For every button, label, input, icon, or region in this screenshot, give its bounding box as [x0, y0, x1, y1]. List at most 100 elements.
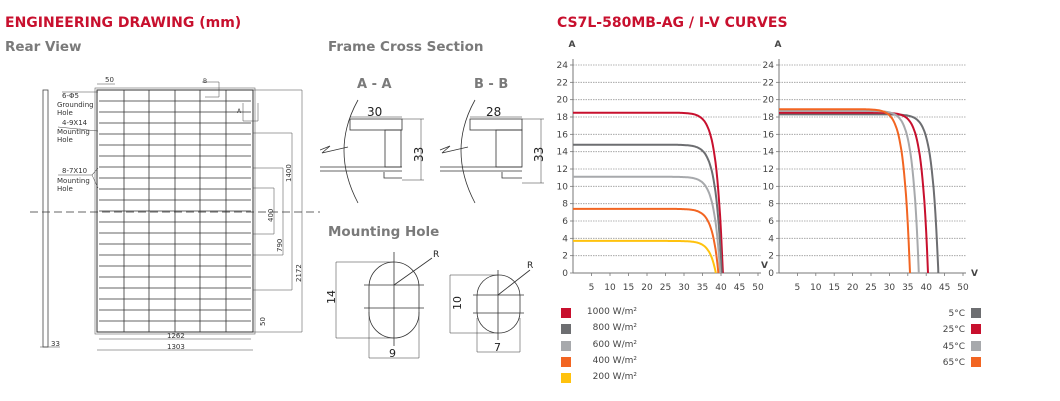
y-tick-label: 12 — [557, 165, 568, 175]
legend-swatch — [561, 308, 571, 318]
x-tick-label: 35 — [902, 283, 913, 293]
mounting-hole-7x10 — [449, 269, 531, 353]
mounting-hole-label: Mounting Hole — [328, 224, 440, 240]
y-tick-label: 20 — [557, 96, 569, 106]
y-tick-label: 4 — [562, 234, 568, 244]
section-b-mark: B — [203, 78, 207, 85]
x-tick-label: 30 — [884, 283, 896, 293]
section-aa-drawing — [320, 99, 424, 204]
mount1-hole-label: Hole — [57, 136, 73, 144]
aa-height-dim: 33 — [412, 147, 426, 162]
hole1-radius: R — [433, 250, 439, 260]
y-tick-label: 0 — [562, 269, 568, 279]
legend-label: 45°C — [942, 341, 965, 352]
hole2-height-dim: 10 — [451, 296, 464, 310]
mounting-hole-9x14 — [335, 252, 433, 359]
frame-cross-section-label: Frame Cross Section — [328, 39, 484, 55]
bottom-offset-dim: 50 — [259, 317, 267, 326]
legend-swatch — [971, 356, 981, 367]
bb-width-dim: 28 — [486, 105, 501, 119]
iv-curve-800-w-m- — [573, 143, 723, 274]
x-tick-label: 10 — [604, 283, 616, 293]
legend-swatch — [971, 340, 981, 351]
x-tick-label: 5 — [589, 283, 595, 293]
thickness-dim: 33 — [51, 340, 60, 348]
y-tick-label: 12 — [763, 165, 774, 175]
x-tick-label: 20 — [847, 283, 859, 293]
y-tick-label: 18 — [557, 113, 569, 123]
x-tick-label: 35 — [697, 283, 708, 293]
section-a-mark: A — [237, 108, 242, 115]
iv-curve-5-c — [779, 113, 940, 274]
width-dim: 1303 — [167, 343, 185, 351]
mount2-qty: 8-7X10 — [62, 167, 87, 175]
grounding-hole-label: Hole — [57, 109, 73, 117]
x-axis-label: V — [971, 269, 978, 279]
legend-swatch — [561, 340, 571, 351]
hole2-width-dim: 7 — [494, 341, 501, 354]
x-axis-label: V — [761, 261, 768, 271]
x-tick-label: 10 — [810, 283, 822, 293]
section-bb-label: B - B — [474, 77, 509, 92]
y-tick-label: 6 — [562, 217, 568, 227]
mount1-qty: 4-9X14 — [62, 119, 88, 127]
y-tick-label: 4 — [768, 234, 774, 244]
y-tick-label: 8 — [562, 200, 568, 210]
grounding-qty: 6-Φ5 — [62, 92, 79, 100]
y-tick-label: 6 — [768, 217, 774, 227]
y-tick-label: 2 — [768, 252, 774, 262]
y-tick-label: 8 — [768, 200, 774, 210]
section-bb-drawing — [439, 99, 544, 204]
iv-curve-1000-w-m- — [573, 111, 724, 274]
y-tick-label: 24 — [763, 61, 775, 71]
x-tick-label: 25 — [660, 283, 671, 293]
iv-curve-200-w-m- — [573, 239, 717, 274]
bb-height-dim: 33 — [532, 147, 546, 162]
engineering-drawing-title: ENGINEERING DRAWING (mm) — [5, 15, 242, 31]
grounding-label: Grounding — [57, 101, 94, 109]
inner-width-dim: 1262 — [167, 332, 185, 340]
hole1-height-dim: 14 — [325, 290, 338, 304]
x-tick-label: 50 — [752, 283, 764, 293]
dim-1400: 1400 — [285, 164, 293, 182]
hole2-radius: R — [527, 261, 533, 271]
legend-label: 200 W/m² — [592, 372, 637, 383]
dim-400: 400 — [267, 209, 275, 222]
mount2-hole-label: Hole — [57, 185, 73, 193]
legend-swatch — [561, 356, 571, 367]
iv-curve-400-w-m- — [573, 207, 720, 274]
legend-swatch — [561, 373, 571, 384]
iv-curves-title: CS7L-580MB-AG / I-V CURVES — [557, 15, 788, 31]
top-offset-dim: 50 — [105, 76, 114, 84]
x-tick-label: 40 — [715, 283, 727, 293]
panel-frame — [96, 89, 254, 333]
legend-label: 400 W/m² — [592, 355, 637, 366]
rear-view-label: Rear View — [5, 39, 82, 55]
y-tick-label: 0 — [768, 269, 774, 279]
legend-swatch — [561, 324, 571, 335]
x-tick-label: 15 — [623, 283, 634, 293]
x-tick-label: 30 — [678, 283, 690, 293]
rear-view-drawing: 33 6-Φ5 Grounding Hole 4-9X14 Mounting H… — [30, 76, 320, 351]
iv-curve-65-c — [779, 108, 911, 274]
x-tick-label: 5 — [795, 283, 801, 293]
legend-label: 600 W/m² — [592, 339, 637, 350]
y-tick-label: 16 — [763, 130, 775, 140]
y-axis-label: A — [775, 40, 782, 50]
aa-width-dim: 30 — [367, 105, 382, 119]
legend-swatch — [971, 308, 981, 318]
x-tick-label: 45 — [734, 283, 745, 293]
cross-section-drawing: 30 33 28 33 R 14 9 R 10 7 — [320, 99, 546, 360]
mount2-label: Mounting — [57, 177, 90, 185]
x-tick-label: 15 — [828, 283, 839, 293]
y-tick-label: 14 — [557, 148, 569, 158]
legend-label: 1000 W/m² — [586, 307, 637, 317]
y-tick-label: 16 — [557, 130, 569, 140]
legend-label: 65°C — [942, 357, 965, 368]
y-tick-label: 2 — [562, 252, 568, 262]
y-tick-label: 20 — [763, 96, 775, 106]
iv-curve-25-c — [779, 111, 929, 274]
y-axis-label: A — [569, 40, 576, 50]
y-tick-label: 14 — [763, 148, 775, 158]
legend-label: 25°C — [942, 325, 965, 336]
